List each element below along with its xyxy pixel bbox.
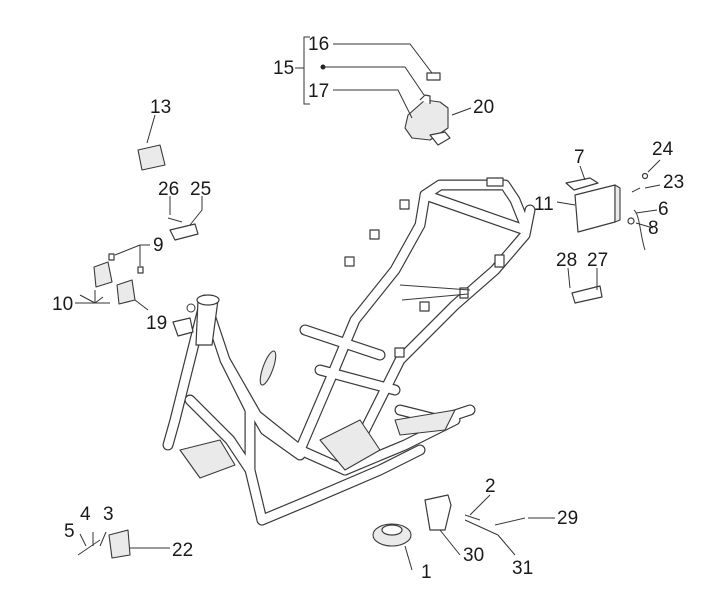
frame-tab bbox=[344, 256, 355, 267]
screw-26 bbox=[167, 217, 183, 223]
callout-26[interactable]: 26 bbox=[158, 179, 179, 200]
battery-11[interactable] bbox=[574, 184, 616, 233]
callout-30[interactable]: 30 bbox=[463, 545, 484, 566]
frame-tab bbox=[369, 229, 380, 240]
relay-13[interactable] bbox=[137, 144, 166, 171]
frame-tab bbox=[486, 177, 504, 187]
callout-19[interactable]: 19 bbox=[146, 313, 167, 334]
fuse-box-foot bbox=[429, 131, 451, 146]
battery-strap-7[interactable] bbox=[565, 177, 599, 191]
horn-bracket-30[interactable] bbox=[424, 494, 452, 531]
callout-9[interactable]: 9 bbox=[153, 235, 164, 256]
frame-tab bbox=[494, 254, 505, 268]
callout-6[interactable]: 6 bbox=[658, 199, 669, 220]
callout-17[interactable]: 17 bbox=[308, 81, 329, 102]
callout-23[interactable]: 23 bbox=[663, 172, 684, 193]
callout-5[interactable]: 5 bbox=[64, 521, 75, 542]
callout-1[interactable]: 1 bbox=[421, 562, 432, 583]
callout-22[interactable]: 22 bbox=[172, 540, 193, 561]
stand-bracket bbox=[394, 409, 456, 436]
callout-10[interactable]: 10 bbox=[52, 294, 73, 315]
engine-mount bbox=[179, 439, 236, 479]
vent-hose bbox=[631, 187, 646, 251]
relay-19[interactable] bbox=[116, 279, 136, 305]
callout-15[interactable]: 15 bbox=[273, 58, 294, 79]
scooter-frame bbox=[162, 177, 536, 526]
side-panel bbox=[259, 350, 277, 386]
callout-20[interactable]: 20 bbox=[473, 97, 494, 118]
callout-16[interactable]: 16 bbox=[308, 34, 329, 55]
frame-tab bbox=[394, 347, 405, 358]
callout-3[interactable]: 3 bbox=[103, 504, 114, 525]
horn-center bbox=[381, 524, 403, 536]
head-bracket bbox=[172, 317, 194, 337]
callout-13[interactable]: 13 bbox=[150, 97, 171, 118]
fuse-box-group bbox=[404, 72, 451, 146]
frame-tab bbox=[459, 287, 469, 299]
steering-ring bbox=[186, 303, 196, 313]
rear-mount bbox=[319, 419, 381, 471]
relay-10[interactable] bbox=[93, 261, 113, 288]
callout-27[interactable]: 27 bbox=[587, 250, 608, 271]
bolts-2-29 bbox=[464, 514, 526, 526]
callout-24[interactable]: 24 bbox=[652, 139, 674, 160]
leader-lines bbox=[75, 36, 661, 571]
callout-2[interactable]: 2 bbox=[485, 476, 496, 497]
fuse-16[interactable] bbox=[426, 72, 441, 81]
bracket-25[interactable] bbox=[169, 223, 199, 241]
battery-group bbox=[565, 172, 649, 251]
screw-5 bbox=[77, 539, 101, 556]
clip-nut bbox=[108, 253, 115, 261]
battery-side bbox=[614, 184, 621, 223]
clip-nut bbox=[137, 266, 144, 274]
steering-head-top bbox=[196, 294, 220, 306]
starter-relay-22[interactable] bbox=[108, 529, 131, 559]
callout-4[interactable]: 4 bbox=[80, 504, 91, 525]
callout-7[interactable]: 7 bbox=[574, 147, 585, 168]
bracket-27[interactable] bbox=[571, 285, 603, 304]
fuse-holder-17 bbox=[419, 94, 431, 104]
callout-25[interactable]: 25 bbox=[190, 179, 211, 200]
frame-tab bbox=[419, 301, 430, 312]
callout-8[interactable]: 8 bbox=[648, 218, 659, 239]
frame-tab bbox=[399, 199, 410, 210]
callout-28[interactable]: 28 bbox=[556, 250, 577, 271]
callout-labels: 16 15 17 20 13 26 25 9 10 19 7 11 24 23 … bbox=[52, 34, 684, 583]
cable-guide bbox=[399, 284, 471, 301]
callout-11[interactable]: 11 bbox=[534, 194, 554, 215]
screw-24 bbox=[641, 172, 649, 180]
fitting-8 bbox=[627, 217, 635, 225]
bracket-25-group bbox=[167, 217, 199, 241]
callout-29[interactable]: 29 bbox=[557, 508, 578, 529]
callout-31[interactable]: 31 bbox=[512, 558, 533, 579]
